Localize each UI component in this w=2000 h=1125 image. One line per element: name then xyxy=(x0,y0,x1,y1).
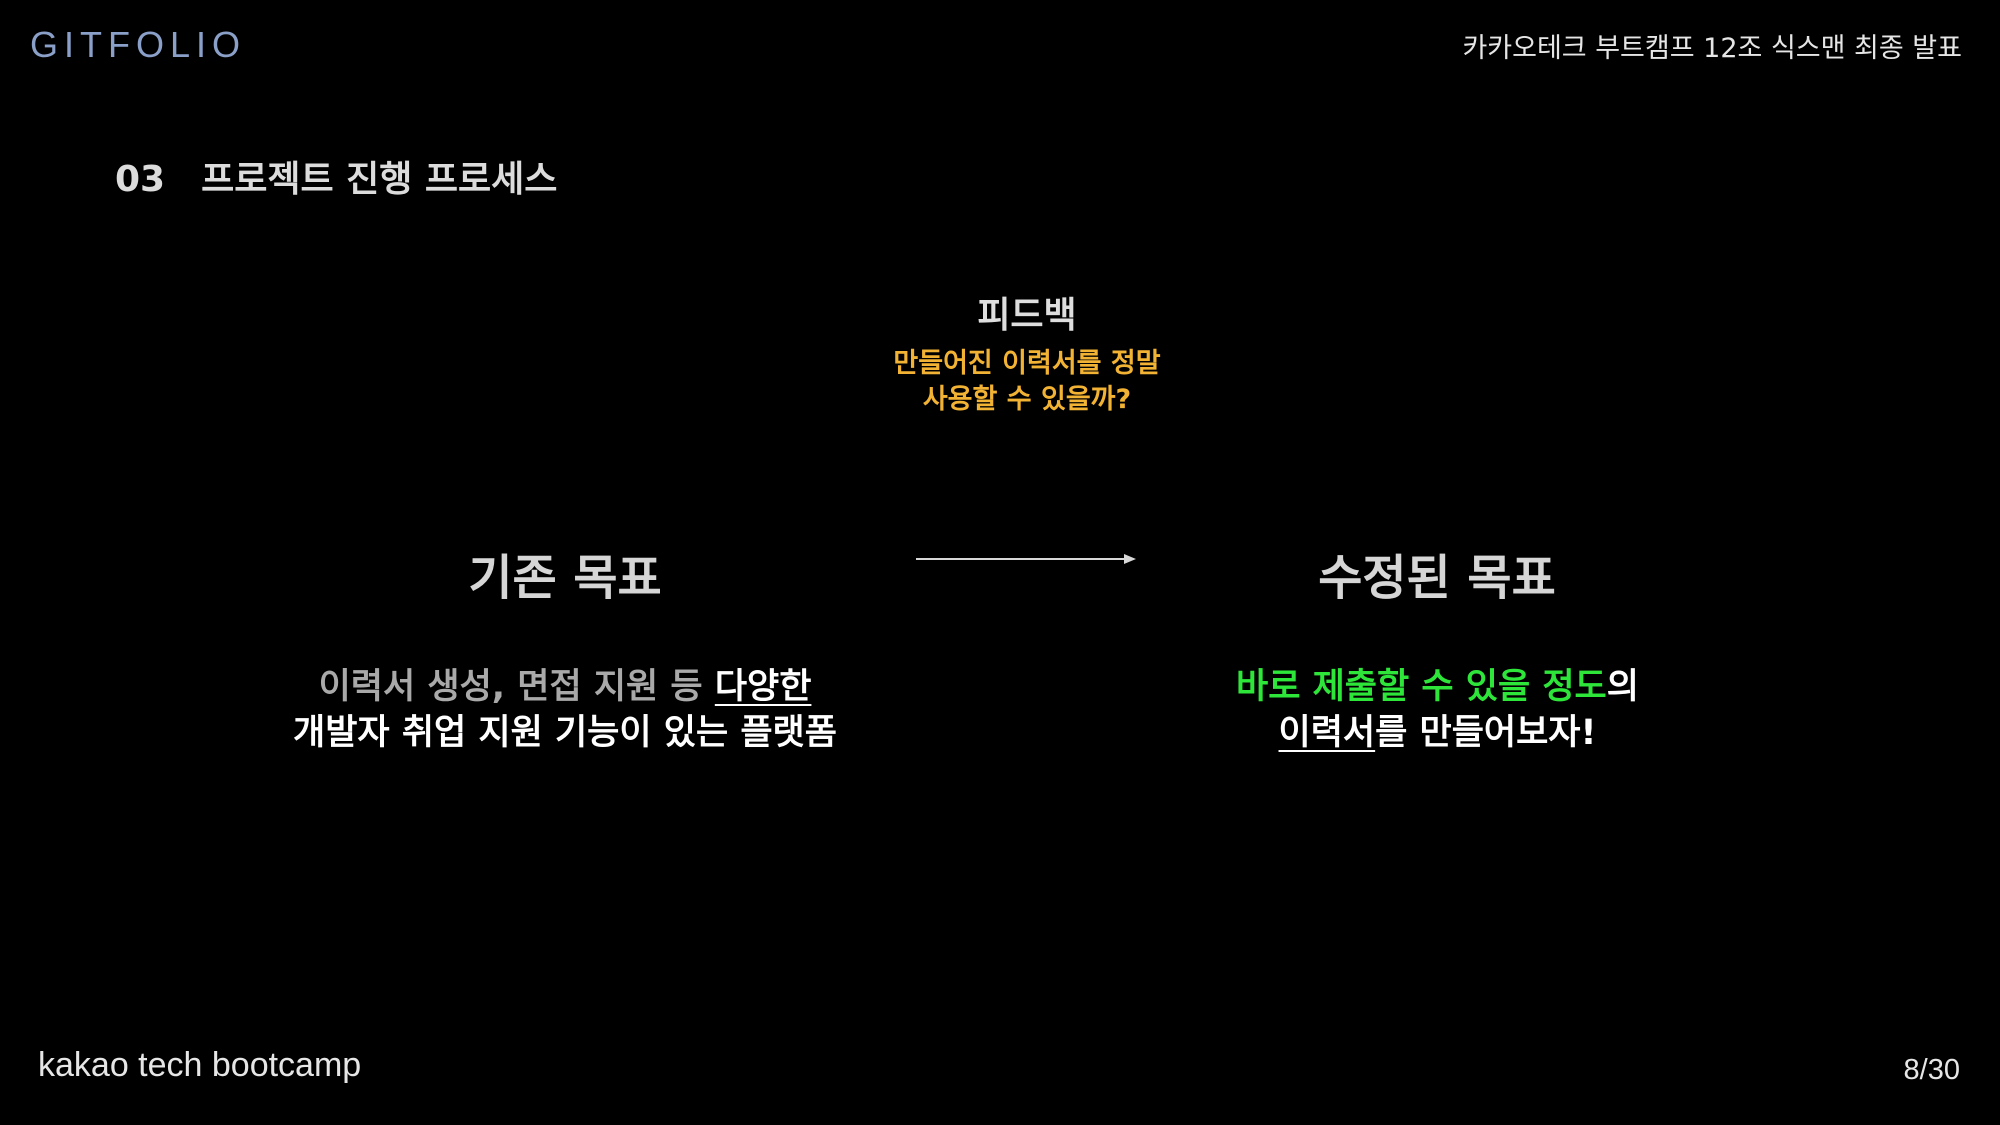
footer-brand: kakao tech bootcamp xyxy=(38,1046,362,1084)
revised-goal-heading: 수정된 목표 xyxy=(1318,550,1556,606)
original-goal-description: 이력서 생성, 면접 지원 등 다양한 개발자 취업 지원 기능이 있는 플랫폼 xyxy=(270,664,860,756)
section-title: 프로젝트 진행 프로세스 xyxy=(201,159,558,200)
original-goal-heading: 기존 목표 xyxy=(468,550,662,606)
feedback-question: 만들어진 이력서를 정말 사용할 수 있을까? xyxy=(0,346,2000,418)
revised-goal-line-1: 바로 제출할 수 있을 정도의 xyxy=(1180,664,1695,710)
revised-goal-line-2: 이력서를 만들어보자! xyxy=(1180,710,1695,756)
logo: GITFOLIO xyxy=(30,24,247,65)
feedback-question-line-1: 만들어진 이력서를 정말 xyxy=(893,348,1161,379)
section-number: 03 xyxy=(115,159,166,200)
revised-goal-line-1-suffix: 의 xyxy=(1606,667,1639,707)
revised-goal-description: 바로 제출할 수 있을 정도의 이력서를 만들어보자! xyxy=(1180,664,1695,756)
revised-goal-line-2-suffix: 를 만들어보자! xyxy=(1375,713,1597,753)
revised-goal-highlight: 바로 제출할 수 있을 정도 xyxy=(1236,667,1607,707)
feedback-title: 피드백 xyxy=(977,295,1077,336)
original-goal-line-2: 개발자 취업 지원 기능이 있는 플랫폼 xyxy=(293,713,837,753)
original-goal-line-1-text: 이력서 생성, 면접 지원 등 xyxy=(318,667,715,707)
presentation-title: 카카오테크 부트캠프 12조 식스맨 최종 발표 xyxy=(1462,33,1962,64)
original-goal-line-1: 이력서 생성, 면접 지원 등 다양한 xyxy=(270,664,860,710)
section-heading: 03 프로젝트 진행 프로세스 xyxy=(115,150,557,202)
feedback-question-line-2: 사용할 수 있을까? xyxy=(922,384,1132,415)
page-number: 8/30 xyxy=(1903,1054,1960,1086)
revised-goal-emphasis: 이력서 xyxy=(1278,713,1376,753)
right-arrow-icon xyxy=(916,554,1136,564)
original-goal-emphasis: 다양한 xyxy=(714,667,812,707)
